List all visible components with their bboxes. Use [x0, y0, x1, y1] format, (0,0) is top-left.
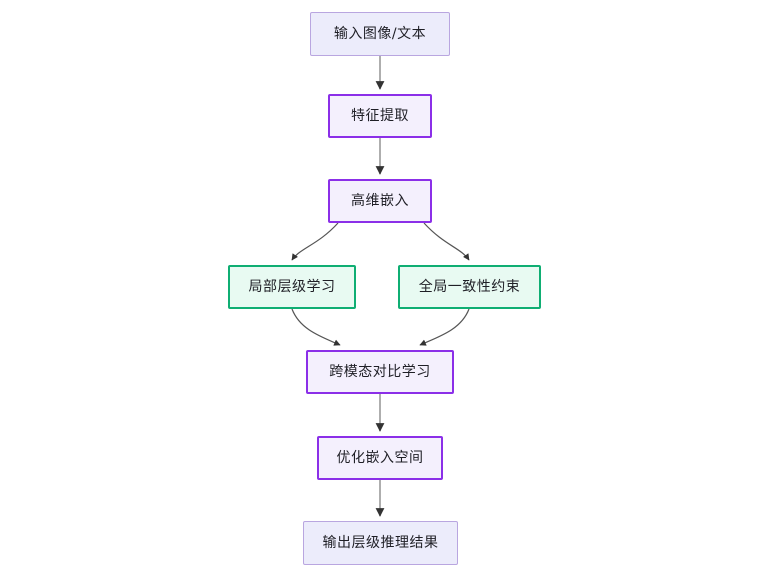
node-input[interactable]: 输入图像/文本 — [310, 12, 450, 56]
node-feature-extraction[interactable]: 特征提取 — [328, 94, 432, 138]
node-feature-extraction-label: 特征提取 — [351, 107, 409, 124]
edge-embedding-to-local — [291, 222, 339, 261]
node-cross-modal-contrastive-learning-label: 跨模态对比学习 — [329, 363, 431, 380]
node-input-label: 输入图像/文本 — [333, 25, 427, 42]
node-local-hierarchy-learning[interactable]: 局部层级学习 — [228, 265, 356, 309]
node-high-dim-embedding-label: 高维嵌入 — [351, 192, 409, 209]
node-output[interactable]: 输出层级推理结果 — [303, 521, 458, 565]
node-global-consistency-constraint[interactable]: 全局一致性约束 — [398, 265, 541, 309]
node-optimize-embedding-space[interactable]: 优化嵌入空间 — [317, 436, 443, 480]
node-cross-modal-contrastive-learning[interactable]: 跨模态对比学习 — [306, 350, 454, 394]
node-optimize-embedding-space-label: 优化嵌入空间 — [336, 449, 424, 466]
node-local-hierarchy-learning-label: 局部层级学习 — [248, 278, 336, 295]
edge-local-to-contrast — [291, 308, 341, 346]
node-high-dim-embedding[interactable]: 高维嵌入 — [328, 179, 432, 223]
edge-global-to-contrast — [419, 308, 470, 346]
edge-embedding-to-global — [423, 222, 470, 261]
node-output-label: 输出层级推理结果 — [322, 534, 439, 551]
node-global-consistency-constraint-label: 全局一致性约束 — [418, 278, 521, 295]
